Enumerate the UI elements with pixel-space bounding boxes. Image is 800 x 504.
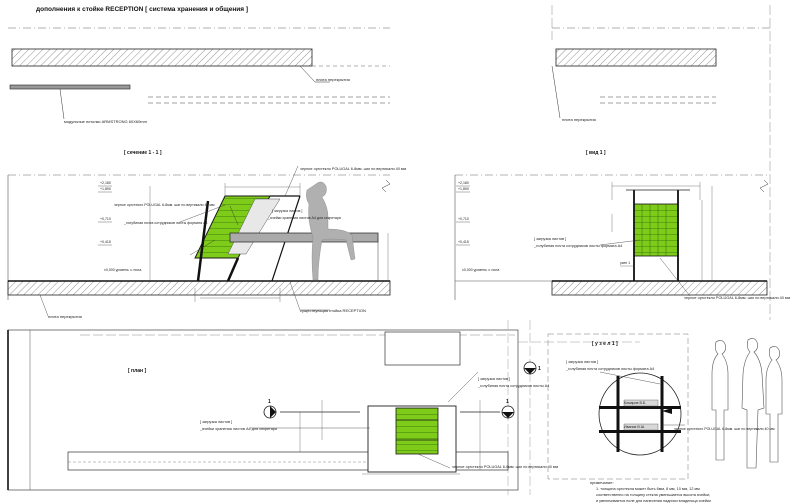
note-line-3: и увеличивается поле для нанесения надпи… [596, 499, 711, 503]
view-title: [ вид 1 ] [586, 150, 606, 156]
section-mail-label: _голубиная почта сотрудников листы форма… [123, 221, 208, 225]
sheet-title: дополнения к стойке RECEPTION [ система … [36, 5, 248, 13]
section-docs-load: [ загрузка листов ] [272, 209, 302, 213]
node-title: [ у з е л 1 ] [592, 341, 618, 347]
section-marker [263, 405, 277, 419]
view-mail-label: _голубиная почта сотрудников листы форма… [533, 244, 622, 248]
level-label: +1,890 [100, 187, 111, 191]
node-marker-num: 1 [506, 399, 509, 405]
view-level: +1,890 [458, 187, 469, 191]
note-line-2: соответственно на толщину стекла уменьша… [596, 493, 710, 497]
plan-plexi-label: черное оргстекло POLUGAL 6-8мм. шаг по в… [452, 465, 559, 469]
section-marker-num: 1 [268, 399, 271, 405]
level-zero-right: ±0,000 уровень ч. пола [462, 268, 499, 272]
view-level: +0,415 [458, 240, 469, 244]
view-marker-num: 1 [538, 366, 541, 372]
view-marker [523, 361, 537, 375]
plan-pigeonhole-load: [ загрузка листов ] [200, 420, 232, 424]
node-name-1: Комаров В.Б. [624, 401, 646, 405]
plan-title: [ план ] [128, 368, 146, 374]
ceiling-left [8, 27, 390, 120]
view-docs-load: [ загрузка листов ] [534, 237, 566, 241]
slab-label-top-left: плита перекрытия [316, 77, 350, 82]
node-1-detail [547, 333, 783, 480]
level-label: +0,415 [100, 240, 111, 244]
armstrong-label: модульные потолки ARMSTRONG 60Х60mm [64, 119, 148, 124]
view-level: +2,180 [458, 181, 469, 185]
plan-view [7, 320, 640, 495]
node-plexi-label: черное оргстекло POLUGAL 6-8мм. шаг по в… [674, 427, 775, 431]
section-title: [ сечение 1 - 1 ] [124, 150, 162, 156]
node-docs-load: [ загрузка листов ] [566, 360, 598, 364]
plexi-section-label: черное оргстекло POLUGAL 6-8мм. шаг по в… [300, 167, 407, 171]
note-title: примечание: [590, 480, 614, 485]
existing-reception-label: существующая стойка RECEPTION [300, 308, 366, 313]
view-plexi-label: черное оргстекло POLUGAL 6-8мм. шаг по в… [684, 296, 791, 300]
level-zero-left: ±0,000 уровень ч. пола [104, 268, 141, 272]
slab-label-bottom: плита перекрытия [48, 314, 82, 319]
slab-label-top-right: плита перекрытия [562, 117, 596, 122]
view-node-marker: узел 1 [620, 261, 630, 265]
plexi-section-label-2: черное оргстекло POLUGAL 6-8мм. шаг по в… [114, 203, 215, 207]
plan-mail-label: _голубиная почта сотрудников листы А4 [477, 384, 549, 388]
level-label: +0,710 [100, 217, 111, 221]
view-level: +0,710 [458, 217, 469, 221]
plan-docs-load: [ загрузка листов ] [478, 377, 510, 381]
node-marker [501, 405, 515, 419]
plan-pigeonhole-label: _ячейки хранения листов А4 для секретаря [199, 427, 277, 431]
node-name-2: Иванов В.Ш. [624, 425, 645, 429]
ceiling-right [551, 5, 771, 320]
section-1-1 [7, 165, 391, 317]
view-1 [454, 174, 770, 300]
level-label: +2,180 [100, 181, 111, 185]
note-line-1: 1. толщина оргстекла может быть 6мм, 8 м… [596, 487, 700, 491]
node-mail-label: _голубиная почта сотрудников листы форма… [565, 367, 654, 371]
section-pigeonhole: _ячейки хранения листов А4 для секретаря [267, 216, 341, 220]
